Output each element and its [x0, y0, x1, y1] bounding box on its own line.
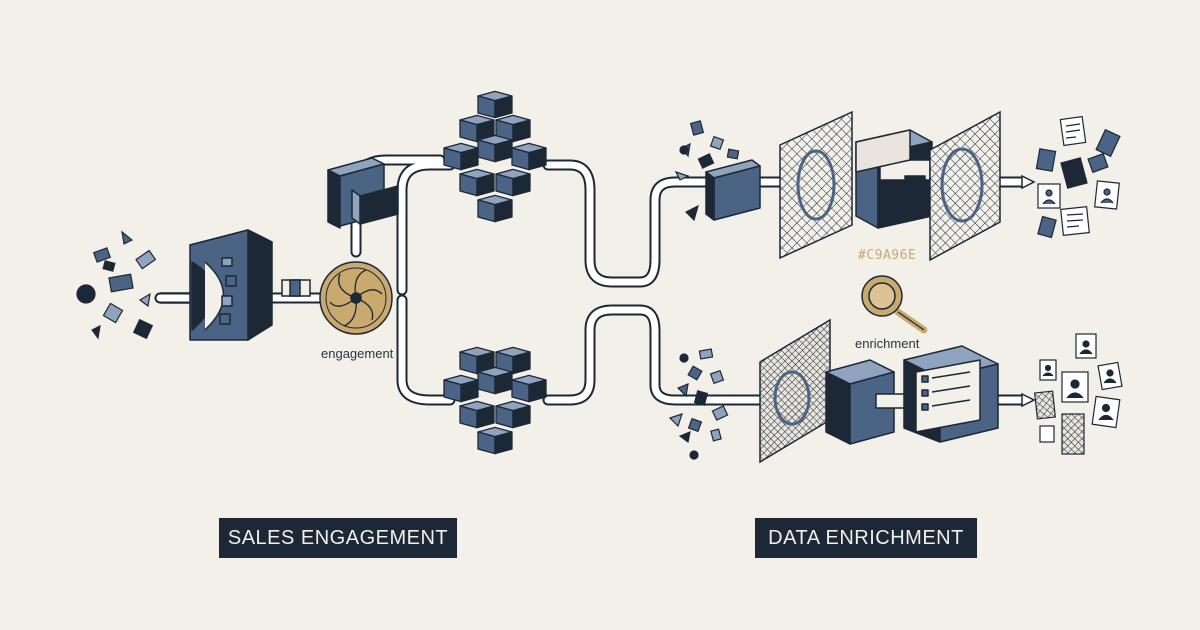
enrichment-label: enrichment [855, 336, 920, 351]
cube-5 [511, 374, 547, 403]
arrow-head-top [1021, 174, 1036, 190]
cube-cluster-top [443, 90, 547, 223]
processor-block-top [855, 129, 933, 229]
mesh-panel-top-2 [929, 110, 1001, 262]
cube-6 [459, 168, 495, 197]
cube-8 [477, 194, 513, 223]
mesh-panel-bottom [759, 318, 831, 464]
sales-engagement-badge: SALES ENGAGEMENT [219, 518, 457, 558]
cube-7 [495, 400, 531, 429]
output-cards-bottom [1034, 333, 1123, 455]
output-cards-top [1035, 115, 1121, 239]
mesh-panel-top-1 [779, 110, 853, 260]
top-row-intake-box [705, 159, 761, 221]
enrichment-magnifier [861, 275, 928, 334]
hopper-machine [189, 229, 273, 341]
cube-cluster-bottom [443, 346, 547, 455]
cube-3 [443, 374, 479, 403]
cube-7 [495, 168, 531, 197]
cube-5 [511, 142, 547, 171]
connector-block [281, 279, 311, 297]
processor-block-bottom [825, 359, 907, 445]
cube-3 [443, 142, 479, 171]
cube-4 [477, 134, 513, 163]
u-channel-block [327, 157, 399, 229]
arrow-head-bottom [1021, 392, 1036, 408]
bottom-row-fragments [668, 348, 729, 460]
engagement-fan [319, 261, 393, 335]
engagement-label: engagement [321, 346, 394, 361]
input-fragments [76, 230, 157, 340]
cube-6 [459, 400, 495, 429]
cube-peak [477, 90, 513, 119]
data-enrichment-badge: DATA ENRICHMENT [755, 518, 977, 558]
color-code-label: #C9A96E [858, 248, 917, 263]
cube-8 [477, 426, 513, 455]
cube-2 [495, 346, 531, 375]
cube-4 [477, 366, 513, 395]
display-box-bottom [903, 345, 999, 443]
input-feed-lines [160, 292, 190, 304]
top-row-fragments [674, 120, 740, 222]
cube-2 [495, 114, 531, 143]
